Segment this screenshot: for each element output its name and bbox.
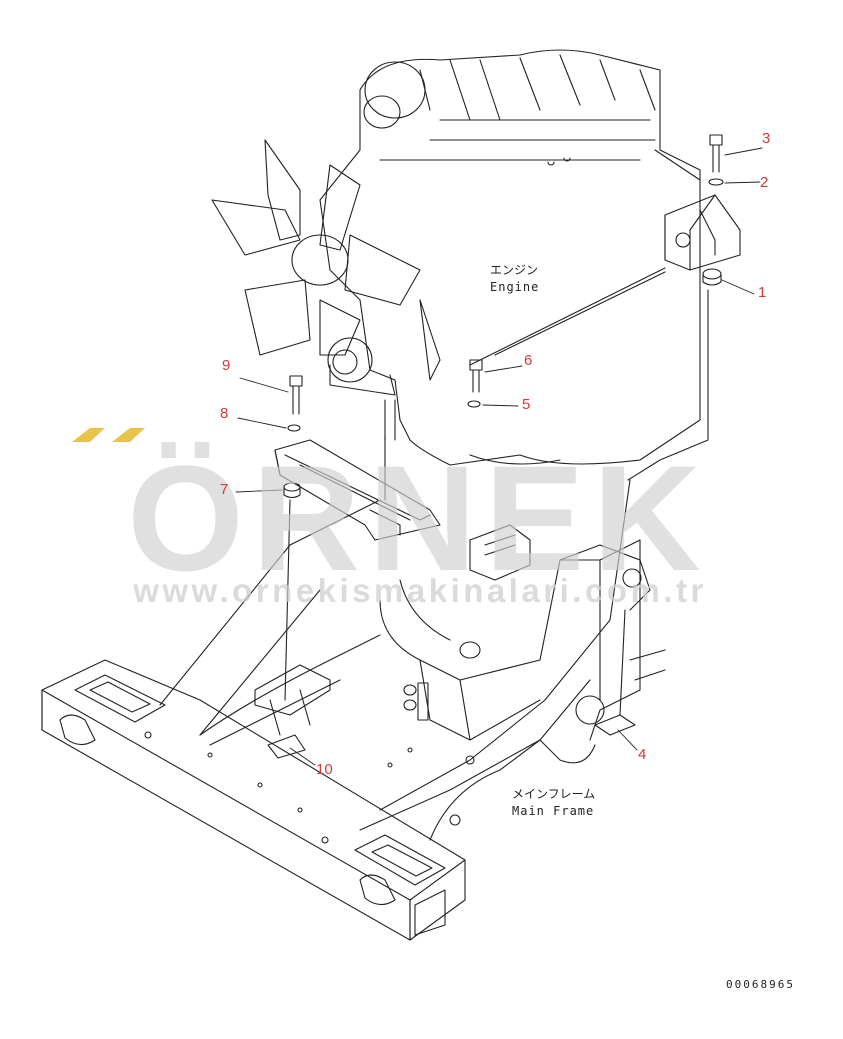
callout-1: 1: [758, 284, 767, 301]
fan: [211, 139, 421, 441]
callout-5: 5: [522, 396, 531, 413]
callout-4: 4: [638, 746, 647, 763]
front-mount-bracket: [274, 434, 441, 541]
leader-lines: [235, 147, 763, 766]
engine-label-jp: エンジン: [490, 263, 539, 277]
callout-2: 2: [760, 174, 769, 191]
callout-8: 8: [220, 405, 229, 422]
leader-1: [627, 289, 709, 481]
bolt-9: [289, 375, 303, 415]
frame-label-jp: メインフレーム: [512, 787, 596, 801]
bolt-6: [469, 359, 483, 393]
engine-outline: [319, 49, 701, 466]
washer-2: [708, 178, 724, 186]
callout-9: 9: [222, 357, 231, 374]
leader-7: [284, 499, 291, 701]
callout-6: 6: [524, 352, 533, 369]
washer-8: [287, 424, 301, 432]
drawing-code: 00068965: [726, 978, 795, 991]
cushion-1: [702, 268, 722, 286]
bolt-3: [709, 134, 723, 173]
callout-10: 10: [316, 761, 333, 778]
frame-label-en: Main Frame: [512, 804, 595, 818]
washer-5: [467, 400, 481, 408]
right-mount-bracket: [469, 194, 741, 366]
main-frame: [41, 479, 666, 941]
engine-label-en: Engine: [490, 280, 540, 294]
callout-7: 7: [220, 481, 229, 498]
callout-3: 3: [762, 130, 771, 147]
